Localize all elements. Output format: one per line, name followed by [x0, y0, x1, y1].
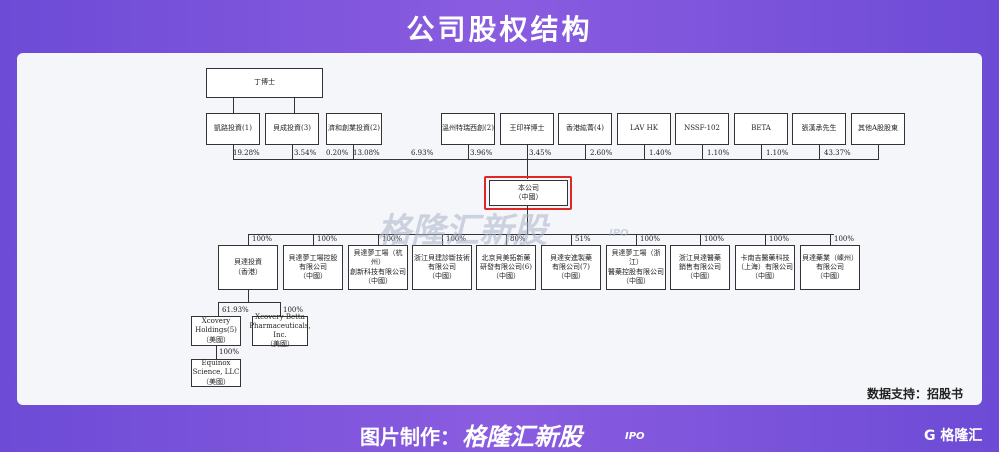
connector [233, 98, 234, 113]
shareholder-box: 王印祥博士 [500, 113, 554, 145]
shareholder-pct: 2.60% [590, 149, 613, 157]
subsidiary-pct: 80% [510, 235, 526, 243]
shareholder-box: 香港紘菁(4) [558, 113, 612, 145]
shareholder-box: 溫州特瑞西創(2) [441, 113, 495, 145]
connector [644, 145, 645, 159]
subsidiary-box: 貝達夢工場（杭州） 創新科技有限公司 （中國） [348, 245, 408, 290]
watermark-ipo: IPO [609, 228, 629, 239]
connector [216, 346, 217, 359]
subsidiary-box: 北京貝美拓新藥 研發有限公司(6) （中國） [476, 245, 536, 290]
bus-line [248, 234, 834, 235]
shareholder-box: NSSF-102 [675, 113, 729, 145]
subsidiary-pct: 100% [834, 235, 855, 243]
connector [468, 145, 469, 159]
company-box: 本公司 （中國） [489, 180, 568, 206]
connector [506, 234, 507, 245]
connector [233, 145, 234, 159]
shareholder-box: BETA [734, 113, 788, 145]
connector [294, 98, 295, 113]
shareholder-pct: 3.45% [529, 149, 552, 157]
source-note: 数据支持：招股书 [866, 387, 963, 401]
shareholder-box: 張漢承先生 [792, 113, 846, 145]
connector [830, 234, 831, 245]
subsidiary-box: 貝達夢工場（浙江） 醫藥控股有限公司 （中國） [606, 245, 666, 290]
shareholder-box: 濟和創業投資(2) [326, 113, 382, 145]
subsidiary-pct: 100% [769, 235, 790, 243]
shareholder-pct: 1.40% [649, 149, 672, 157]
subsidiary-box: 貝達夢工場控股 有限公司 （中國） [283, 245, 343, 290]
subsidiary-pct: 51% [575, 235, 591, 243]
connector [527, 145, 528, 159]
equinox-box: Equinox Science, LLC （美國） [191, 359, 241, 387]
subsidiary-box: 卡南吉醫藥科技 （上海）有限公司 （中國） [735, 245, 795, 290]
subsidiary-box: 浙江貝建診斷技術 有限公司 （中國） [412, 245, 472, 290]
shareholder-box: 貝成投資(3) [265, 113, 319, 145]
subsidiary-pct: 100% [704, 235, 725, 243]
subsidiary-pct: 100% [382, 235, 403, 243]
subsidiary-pct: 100% [446, 235, 467, 243]
connector [571, 234, 572, 245]
subsidiary-box: 貝達藥業（嵊州） 有限公司 （中國） [800, 245, 860, 290]
shareholder-pct: 19.28% [233, 149, 260, 157]
connector [761, 145, 762, 159]
connector [378, 234, 379, 245]
page-title: 公司股权结构 [406, 13, 593, 46]
connector [218, 302, 219, 316]
shareholder-box: LAV HK [617, 113, 671, 145]
shareholder-pct: 0.20% [326, 149, 349, 157]
shareholder-pct: 3.54% [294, 149, 317, 157]
shareholder-box: 其他A股股東 [851, 113, 905, 145]
connector [585, 145, 586, 159]
equinox-pct: 100% [219, 348, 240, 356]
connector [819, 145, 820, 159]
shareholder-pct: 1.10% [707, 149, 730, 157]
connector [636, 234, 637, 245]
subsidiary-pct: 100% [640, 235, 661, 243]
hk-sub-box: Xcovery Holdings(5) （美國） [191, 316, 241, 346]
connector [313, 234, 314, 245]
footer-brand: 格隆汇新股 [462, 423, 582, 451]
hk-sub-pct: 100% [283, 306, 304, 314]
company-highlight [484, 176, 572, 210]
subsidiary-pct: 100% [317, 235, 338, 243]
connector [700, 234, 701, 245]
connector [878, 145, 879, 159]
corner-logo: G 格隆汇 [924, 428, 983, 444]
shareholder-pct: 43.37% [824, 149, 851, 157]
connector [442, 234, 443, 245]
connector [248, 234, 249, 245]
connector [527, 159, 528, 179]
subsidiary-box: 貝達安進製藥 有限公司(7) （中國） [541, 245, 601, 290]
subsidiary-pct: 100% [252, 235, 273, 243]
connector [527, 206, 528, 234]
hk-sub-box: Xcovery Betta Pharmaceuticals, Inc. （美國） [249, 312, 311, 349]
shareholder-pct: 13.08% [353, 149, 380, 157]
watermark: 格隆汇新股 [377, 211, 547, 251]
bus-line [218, 302, 280, 303]
founder-box: 丁博士 [206, 68, 323, 98]
subsidiary-box: 貝達投資 （香港） [218, 245, 278, 290]
connector [292, 145, 293, 159]
connector [280, 302, 281, 316]
shareholder-box: 凱路投資(1) [206, 113, 260, 145]
bus-line [233, 159, 879, 160]
subsidiary-box: 浙江貝達醫藥 銷售有限公司 （中國） [670, 245, 730, 290]
shareholder-pct: 1.10% [766, 149, 789, 157]
footer-made-by: 图片制作： [360, 425, 460, 449]
chart-card: 丁博士凱路投資(1)貝成投資(3)濟和創業投資(2) 溫州特瑞西創(2)王印祥博士… [17, 53, 982, 405]
shareholder-pct: 3.96% [470, 149, 493, 157]
connector [248, 290, 249, 302]
hk-sub-pct: 61.93% [222, 306, 249, 314]
connector [765, 234, 766, 245]
footer-ipo: IPO [625, 431, 645, 442]
connector [702, 145, 703, 159]
connector [353, 145, 354, 159]
shareholder-pct: 6.93% [411, 149, 434, 157]
footer: 图片制作： 格隆汇新股 IPO G 格隆汇 [0, 415, 999, 452]
